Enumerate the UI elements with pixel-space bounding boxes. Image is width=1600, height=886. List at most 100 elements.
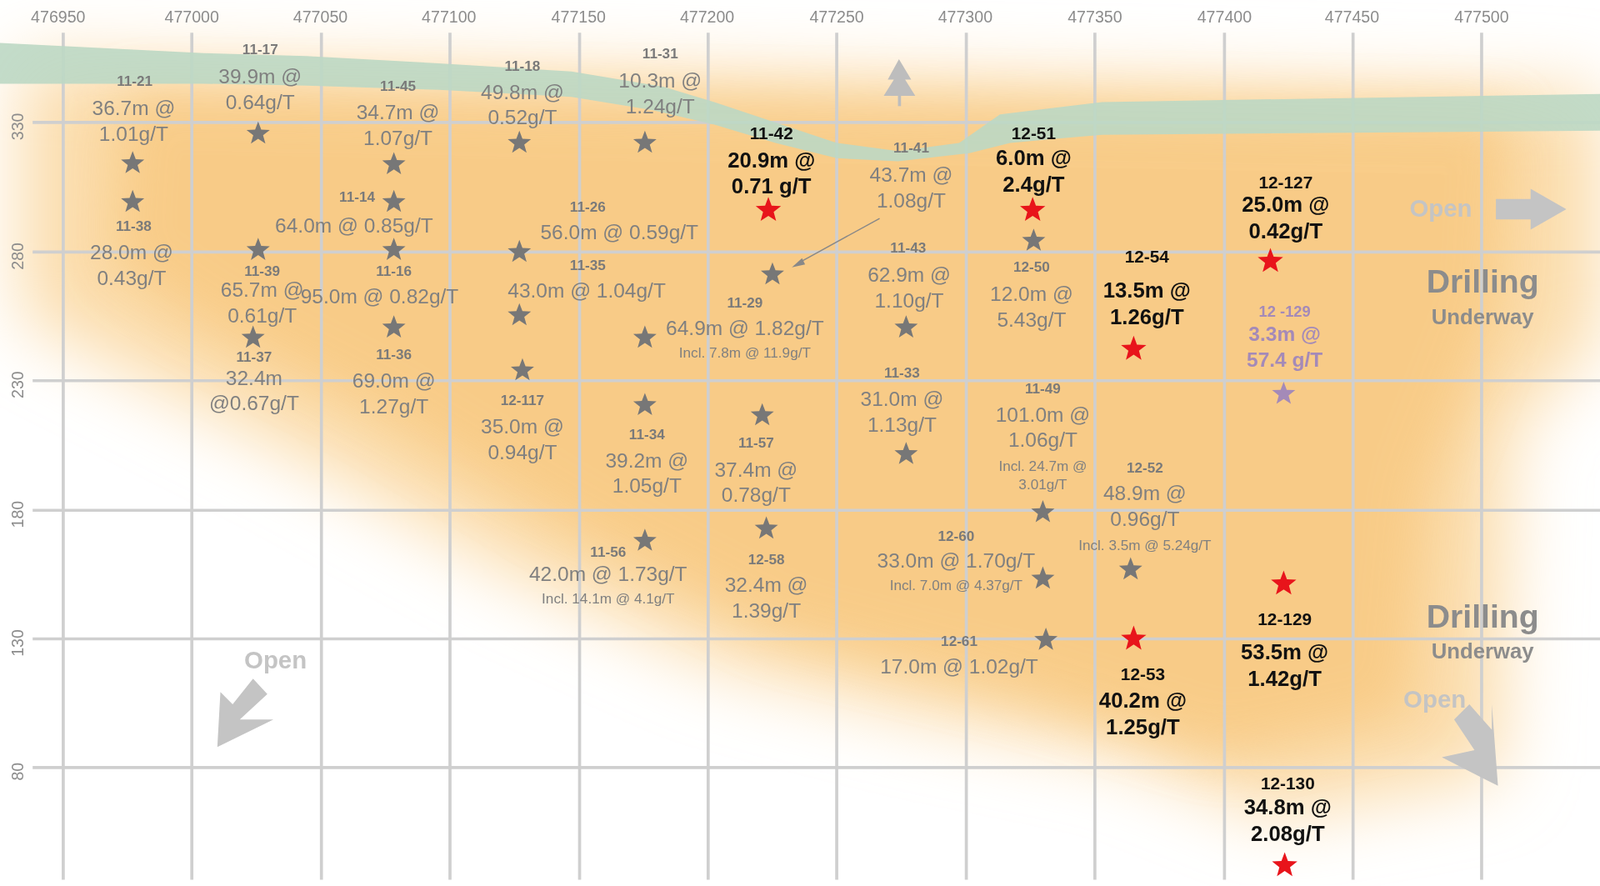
include-note: Incl. 7.8m @ 11.9g/T [679, 344, 811, 362]
intercept-text: 39.2m @ 1.05g/T [590, 448, 704, 500]
intercept-text: 17.0m @ 1.02g/T [880, 653, 1039, 680]
grid-line [448, 32, 452, 880]
hole-id: 11-18 [504, 57, 540, 75]
hole-id: 11-33 [884, 364, 920, 382]
intercept-text: 20.9m @ 0.71 g/T [715, 146, 828, 200]
drill-star [633, 392, 657, 415]
hole-id: 11-45 [380, 77, 416, 95]
intercept-text: 39.9m @ 0.64g/T [204, 64, 317, 115]
hole-id: 11-35 [570, 256, 606, 275]
intercept-text: 28.0m @ 0.43g/T [75, 240, 189, 291]
drill-star [241, 325, 265, 349]
include-note: Incl. 24.7m @ 3.01g/T [986, 457, 1100, 494]
axis-label: 477300 [938, 7, 993, 28]
intercept-text: 48.9m @ 0.96g/T [1089, 480, 1202, 532]
open-arrow [1441, 704, 1498, 786]
intercept-text: 34.7m @ 1.07g/T [341, 100, 455, 151]
grid-line [1351, 32, 1355, 880]
drill-star [1020, 196, 1045, 221]
intercept-text: 13.5m @ 1.26g/T [1085, 277, 1209, 331]
open-label: Open [1409, 192, 1472, 224]
hole-id: 11-56 [590, 543, 626, 561]
grid-line [32, 637, 1600, 641]
intercept-text: 3.3m @ 57.4 g/T [1228, 321, 1341, 373]
intercept-text: 64.0m @ 0.85g/T [275, 212, 434, 239]
tree-symbol [883, 59, 915, 106]
grid-line [320, 32, 324, 880]
hole-id: 12-51 [1011, 122, 1056, 145]
hole-id: 12-130 [1260, 772, 1315, 795]
drill-star [120, 190, 145, 213]
hole-id: 12-61 [940, 632, 978, 650]
overburden-band [0, 42, 1600, 161]
axis-label: 477000 [165, 7, 220, 28]
hole-id: 11-41 [893, 139, 930, 157]
axis-label: 230 [8, 370, 29, 399]
intercept-text: 95.0m @ 0.82g/T [300, 284, 460, 310]
grid-line [965, 32, 969, 880]
drill-star [760, 262, 785, 285]
grid-line [835, 32, 839, 880]
include-note: Incl. 7.0m @ 4.37g/T [890, 576, 1023, 595]
drill-star [633, 130, 657, 154]
intercept-text: 37.4m @ 0.78g/T [700, 457, 813, 509]
drill-star [750, 403, 775, 426]
axis-label: 477450 [1325, 7, 1380, 28]
hole-id: 11-42 [750, 122, 794, 145]
hole-id: 11-29 [726, 294, 763, 312]
hole-id: 11-21 [116, 72, 153, 90]
drill-star [1030, 500, 1055, 523]
drill-star [633, 325, 657, 349]
drill-star [246, 121, 270, 145]
hole-id: 12-53 [1120, 663, 1165, 685]
axis-label: 477250 [809, 7, 864, 28]
grid-line [1093, 32, 1097, 880]
axis-label: 280 [8, 242, 29, 270]
intercept-text: 56.0m @ 0.59g/T [540, 220, 699, 246]
hole-id: 12-52 [1126, 459, 1164, 477]
drill-star [755, 516, 779, 540]
drill-star [382, 237, 406, 260]
drill-star [894, 441, 918, 465]
intercept-text: 33.0m @ 1.70g/T [877, 548, 1036, 575]
hole-id: 11-31 [642, 45, 679, 63]
drill-star [1034, 627, 1058, 650]
intercept-text: 64.9m @ 1.82g/T [665, 315, 825, 342]
intercept-text: 6.0m @ 2.4g/T [982, 145, 1085, 199]
intercept-text: 32.4m @0.67g/T [198, 365, 311, 416]
hole-id: 11-14 [339, 188, 375, 206]
intercept-text: 101.0m @ 1.06g/T [981, 401, 1105, 453]
drill-star [507, 130, 531, 154]
intercept-text: 43.7m @ 1.08g/T [855, 162, 968, 214]
axis-label: 477050 [293, 7, 348, 28]
grid-line [32, 508, 1600, 512]
hole-id: 11-49 [1025, 380, 1061, 398]
grid-line [61, 32, 65, 880]
grid-line [32, 765, 1600, 770]
drill-star [382, 151, 406, 175]
drilling-label: Underway [1431, 304, 1535, 331]
drill-star [1120, 625, 1146, 650]
hole-id: 11-43 [890, 239, 926, 257]
hole-id: 11-57 [738, 434, 775, 452]
drill-star [633, 528, 657, 551]
axis-label: 477150 [551, 7, 606, 28]
intercept-text: 69.0m @ 1.27g/T [337, 368, 450, 420]
drill-star [120, 150, 145, 174]
axis-label: 476950 [30, 7, 85, 28]
hole-id: 11-26 [570, 198, 606, 216]
intercept-text: 36.7m @ 1.01g/T [77, 95, 190, 147]
grid-line [578, 32, 582, 880]
open-label: Open [1403, 683, 1466, 715]
hole-id: 12-127 [1258, 171, 1313, 194]
drill-star [382, 190, 406, 213]
hole-id: 11-39 [244, 262, 280, 280]
intercept-text: 62.9m @ 1.10g/T [853, 262, 966, 314]
grid-line [1223, 32, 1227, 880]
axis-label: 330 [8, 112, 29, 140]
hole-id: 11-36 [375, 345, 412, 364]
hole-id: 11-17 [242, 40, 279, 59]
hole-id: 12-54 [1125, 246, 1170, 269]
leader-arrowhead [791, 258, 805, 268]
